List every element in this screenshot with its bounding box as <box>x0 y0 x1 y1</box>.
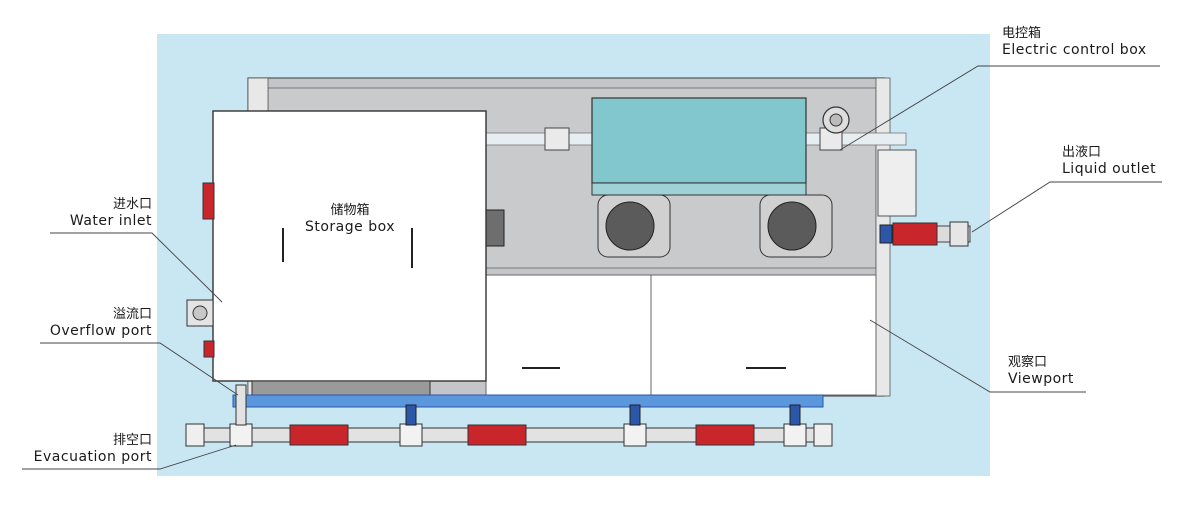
evacuation-riser-4 <box>789 404 801 426</box>
label-liquid-outlet-zh: 出液口 <box>1062 145 1102 160</box>
label-storage-box: 储物箱 Storage box <box>300 203 400 235</box>
fan-left-rotor <box>605 201 655 251</box>
label-water-inlet: 进水口 Water inlet <box>50 197 152 229</box>
evacuation-valve-3 <box>695 424 755 446</box>
label-liquid-outlet: 出液口 Liquid outlet <box>1062 145 1156 177</box>
label-viewport-zh: 观察口 <box>1008 355 1048 370</box>
water-inlet-valve <box>202 182 215 220</box>
leader-water-inlet <box>50 232 223 303</box>
label-evacuation-port: 排空口 Evacuation port <box>14 433 152 465</box>
evacuation-end-cap-left <box>185 423 205 447</box>
evacuation-valve-2 <box>467 424 527 446</box>
label-liquid-outlet-en: Liquid outlet <box>1062 161 1157 177</box>
drain-channel <box>232 394 824 408</box>
evacuation-valve-1 <box>289 424 349 446</box>
label-storage-box-en: Storage box <box>304 219 396 235</box>
label-viewport-en: Viewport <box>1008 371 1074 387</box>
storage-box <box>212 110 487 382</box>
evacuation-tee-2 <box>399 423 423 447</box>
label-evacuation-port-en: Evacuation port <box>33 449 152 465</box>
evacuation-riser-3 <box>629 404 641 426</box>
label-water-inlet-zh: 进水口 <box>112 197 152 212</box>
pump-head-inner <box>829 113 843 127</box>
control-box-base <box>591 182 807 196</box>
storage-side-bracket <box>485 209 505 247</box>
evacuation-tee-4 <box>783 423 807 447</box>
liquid-outlet-valve <box>892 222 938 246</box>
leader-electric-control-box <box>839 65 1160 151</box>
upper-pipe-fitting-1 <box>544 127 570 151</box>
electric-control-box <box>591 97 807 184</box>
leader-overflow-port <box>40 342 239 396</box>
leader-liquid-outlet <box>971 181 1162 233</box>
evacuation-tee-3 <box>623 423 647 447</box>
label-overflow-port-zh: 溢流口 <box>112 307 152 322</box>
overflow-cap <box>203 340 215 358</box>
label-viewport: 观察口 Viewport <box>1008 355 1074 387</box>
label-electric-control-box: 电控箱 Electric control box <box>1002 26 1147 58</box>
label-overflow-port-en: Overflow port <box>49 323 152 339</box>
viewport-panel-left <box>485 274 652 396</box>
label-storage-box-zh: 储物箱 <box>330 203 370 218</box>
viewport-panel-right <box>650 274 877 396</box>
evacuation-riser-1 <box>235 384 247 426</box>
label-water-inlet-en: Water inlet <box>69 213 152 229</box>
evacuation-end-cap-right <box>813 423 833 447</box>
label-electric-control-box-en: Electric control box <box>1002 42 1147 58</box>
liquid-outlet-cap <box>949 221 969 247</box>
label-evacuation-port-zh: 排空口 <box>112 433 152 448</box>
liquid-outlet-connector <box>879 224 893 244</box>
label-overflow-port: 溢流口 Overflow port <box>36 307 152 339</box>
leader-evacuation-port <box>22 444 237 470</box>
evacuation-riser-2 <box>405 404 417 426</box>
label-electric-control-box-zh: 电控箱 <box>1002 26 1042 41</box>
leader-viewport <box>869 319 1086 393</box>
evacuation-tee-1 <box>229 423 253 447</box>
fan-right-rotor <box>767 201 817 251</box>
liquid-outlet-box <box>877 149 917 217</box>
overflow-port-opening <box>192 305 208 321</box>
